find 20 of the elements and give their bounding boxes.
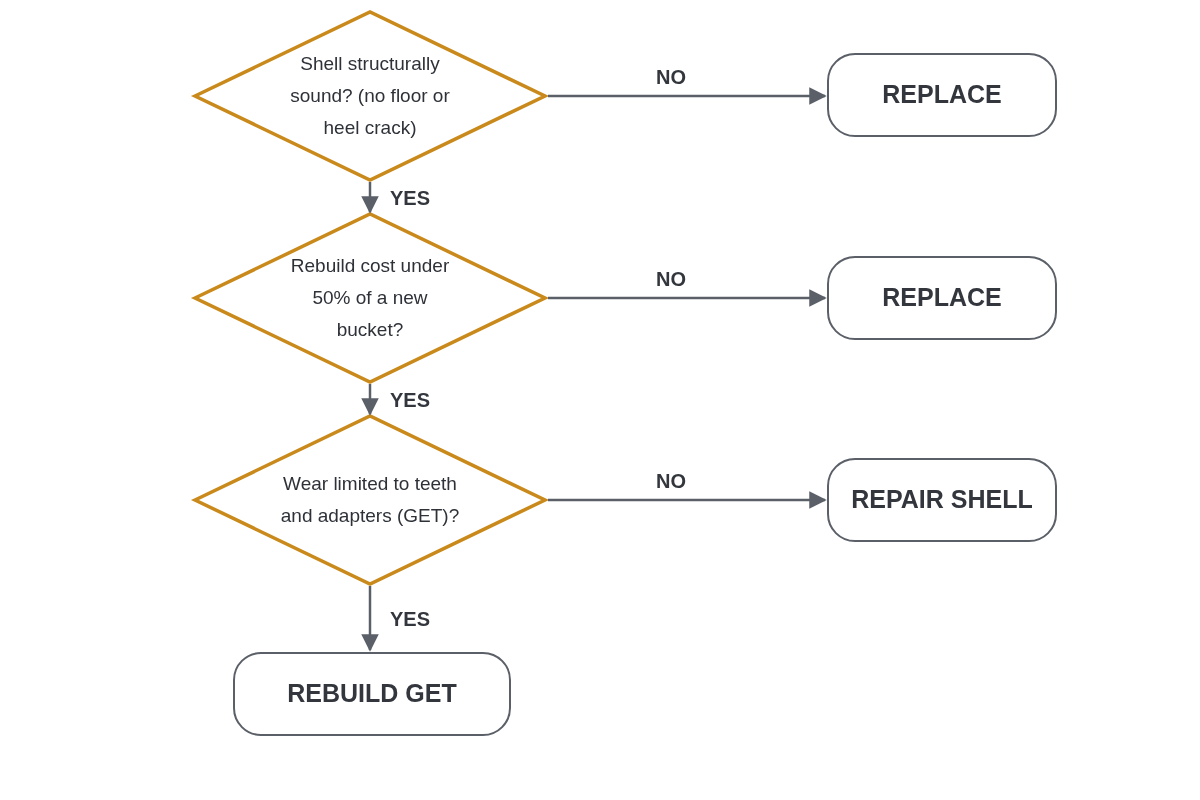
arrow [548, 289, 827, 307]
terminal-box [827, 53, 1057, 137]
terminal-text: REBUILD GET [287, 678, 457, 710]
decision-diamond [190, 212, 550, 384]
arrow [361, 586, 379, 652]
terminal-box [827, 256, 1057, 340]
decision-text: Rebuild cost under 50% of a new bucket? [289, 254, 451, 342]
terminal-text: REPLACE [882, 79, 1002, 111]
terminal-text: REPAIR SHELL [851, 484, 1033, 516]
terminal-box [233, 652, 511, 736]
decision-diamond [190, 414, 550, 586]
decision-diamond [190, 10, 550, 182]
terminal-box [827, 458, 1057, 542]
terminal-text: REPLACE [882, 282, 1002, 314]
decision-text: Shell structurally sound? (no floor or heel crack) [289, 52, 451, 140]
arrow [548, 87, 827, 105]
arrow [548, 491, 827, 509]
arrow [361, 384, 379, 416]
arrow [361, 182, 379, 214]
decision-text: Wear limited to teeth and adapters (GET)? [279, 472, 461, 528]
